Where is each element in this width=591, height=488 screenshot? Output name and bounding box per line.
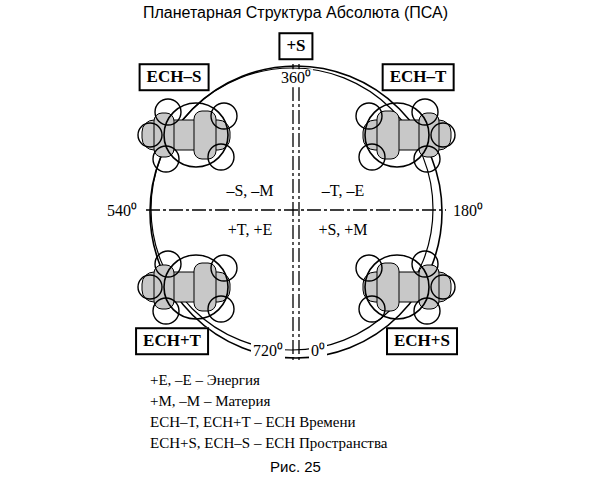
- legend-row: +M, –M – Материя: [150, 391, 387, 412]
- quadrant-label: +S, +M: [316, 221, 369, 239]
- planet-symbol: [356, 99, 455, 172]
- axis-line: [298, 64, 299, 360]
- label-box: ECH–S: [139, 63, 210, 91]
- label-box: ECH+S: [386, 327, 458, 355]
- degree-label: 720⁰: [251, 342, 285, 360]
- box-label: ECH–S: [147, 67, 202, 86]
- planet-symbol: [138, 99, 237, 172]
- quadrant-label: –S, –M: [224, 182, 275, 200]
- legend-row: +E, –E – Энергия: [150, 370, 387, 391]
- degree-label: 180⁰: [451, 202, 485, 220]
- degree-label: 360⁰: [279, 69, 313, 87]
- box-label: +S: [286, 36, 305, 55]
- planet-symbol: [138, 251, 237, 324]
- legend-row: ECH–T, ECH+T – ЕСН Времени: [150, 412, 387, 433]
- legend-text: +M, –M – Материя: [150, 393, 270, 409]
- axis-line: [292, 64, 293, 360]
- quadrant-label: –T, –E: [320, 182, 366, 200]
- label-box: ECH–T: [382, 63, 455, 91]
- legend-text: ECH–T, ECH+T – ЕСН Времени: [150, 414, 356, 430]
- planet-symbol: [356, 251, 455, 324]
- figure-caption: Рис. 25: [0, 458, 591, 475]
- diagram-title: Планетарная Структура Абсолюта (ПСА): [0, 4, 591, 22]
- box-label: ECH+S: [394, 331, 450, 350]
- box-label: ECH+T: [143, 331, 201, 350]
- quadrant-label: +T, +E: [226, 221, 274, 239]
- legend: +E, –E – Энергия +M, –M – МатерияECH–T, E…: [150, 370, 387, 454]
- degree-label: 0⁰: [309, 342, 327, 360]
- legend-text: +E, –E – Энергия: [150, 372, 260, 388]
- orbit-circle: [150, 66, 442, 358]
- legend-row: ECH+S, ECH–S – ЕСН Пространства: [150, 433, 387, 454]
- box-label: ECH–T: [390, 67, 447, 86]
- label-box: +S: [278, 32, 313, 60]
- legend-text: ECH+S, ECH–S – ЕСН Пространства: [150, 435, 387, 451]
- axis-line: [146, 209, 446, 210]
- label-box: ECH+T: [135, 327, 209, 355]
- degree-label: 540⁰: [105, 202, 139, 220]
